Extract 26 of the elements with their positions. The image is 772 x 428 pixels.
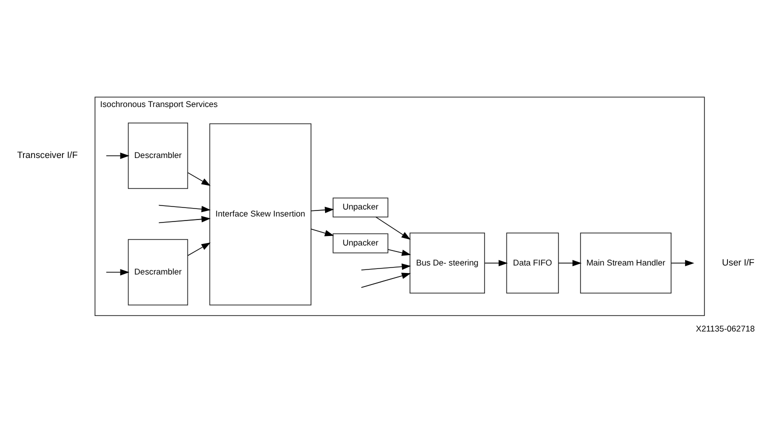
arrow [106, 269, 130, 276]
arrow [310, 206, 334, 214]
node-box: Data FIFO [506, 232, 559, 294]
arrow [376, 216, 411, 240]
caption: X21135-062718 [696, 323, 755, 334]
arrow [158, 204, 211, 212]
arrow [484, 260, 508, 266]
arrow [158, 216, 211, 224]
node-box: Unpacker [332, 233, 388, 254]
arrow [310, 228, 334, 236]
arrow [188, 242, 211, 256]
arrow [188, 172, 211, 186]
arrow [360, 264, 411, 270]
label: User I/F [722, 257, 755, 268]
node-box: Descrambler [128, 239, 188, 306]
arrow [106, 152, 130, 159]
node-box: Unpacker [332, 198, 388, 218]
arrow [671, 260, 694, 266]
node-box: Interface Skew Insertion [209, 123, 312, 306]
node-box: Descrambler [128, 122, 188, 189]
node-box: Bus De- steering [410, 232, 485, 294]
arrow [558, 260, 582, 266]
label: Transceiver I/F [17, 150, 78, 160]
arrow [360, 272, 411, 288]
arrow [388, 249, 411, 256]
node-box: Main Stream Handler [580, 232, 672, 294]
